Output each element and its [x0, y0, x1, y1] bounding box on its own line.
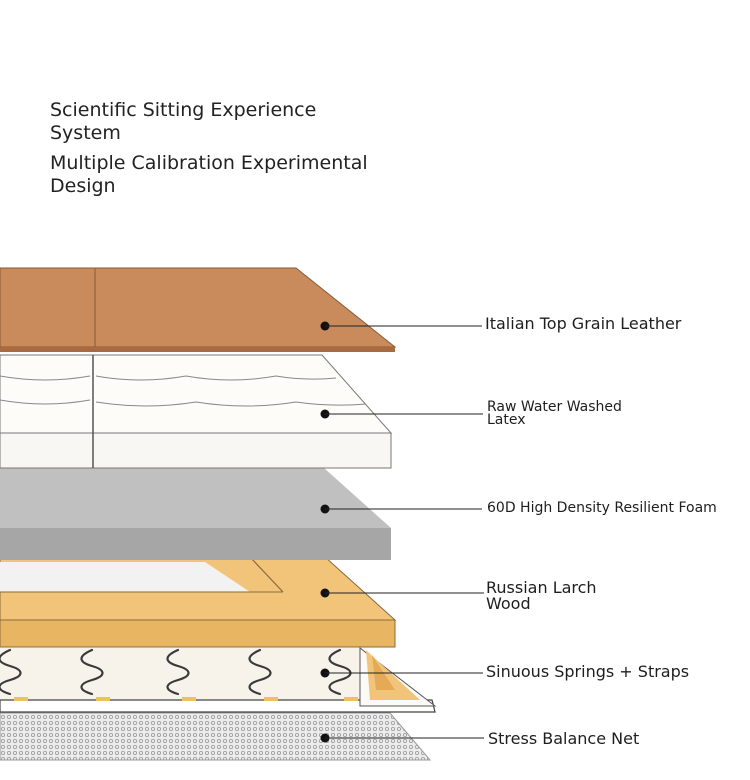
label-net: Stress Balance Net	[488, 729, 640, 748]
russian-larch-wood-layer	[0, 556, 397, 648]
heading-secondary: Multiple Calibration Experimental Design	[50, 152, 368, 197]
label-springs: Sinuous Springs + Straps	[486, 662, 690, 681]
callout-net	[320, 733, 484, 743]
heading-primary: Scientific Sitting Experience System	[50, 99, 317, 144]
callout-wood	[320, 588, 484, 598]
stress-balance-net-layer	[0, 712, 432, 761]
foam-layer	[0, 468, 391, 560]
callout-latex	[320, 409, 483, 419]
callout-foam	[320, 504, 482, 514]
latex-layer	[0, 354, 393, 469]
label-latex: Raw Water Washed Latex	[487, 399, 622, 428]
callout-leather	[320, 321, 482, 331]
label-leather: Italian Top Grain Leather	[485, 314, 682, 333]
leather-layer	[0, 267, 397, 352]
sinuous-springs-layer	[0, 646, 437, 713]
label-foam: 60D High Density Resilient Foam	[487, 500, 717, 516]
label-wood: Russian Larch Wood	[486, 578, 597, 613]
callout-springs	[320, 668, 483, 678]
